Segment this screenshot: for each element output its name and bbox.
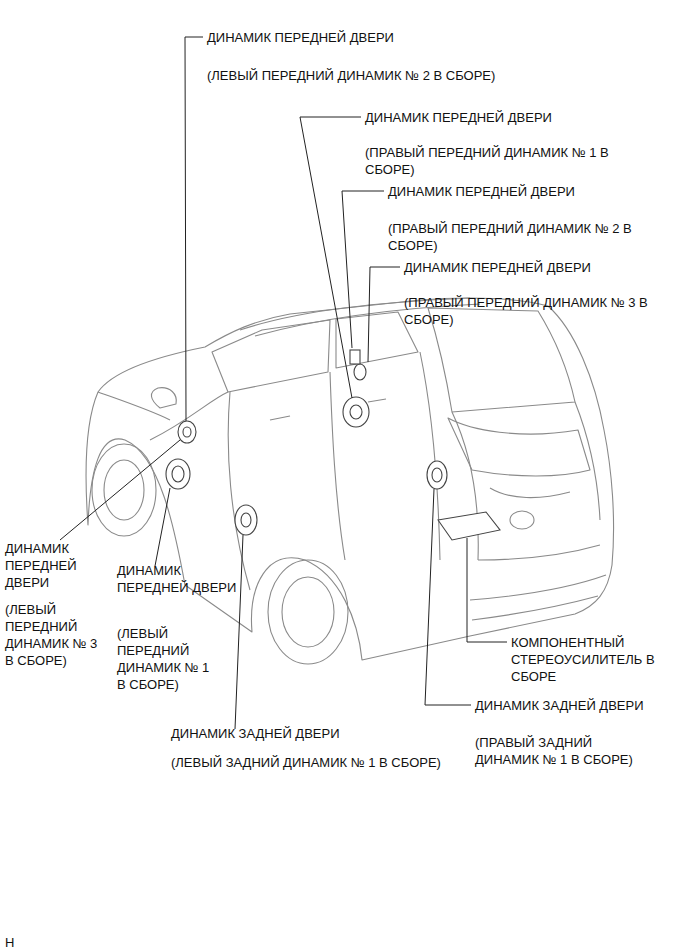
- part-name: ДИНАМИК ПЕРЕДНЕЙ ДВЕРИ: [388, 183, 678, 200]
- part-description: (ЛЕВЫЙ ПЕРЕДНИЙ ДИНАМИК № 1 В СБОРЕ): [117, 625, 217, 693]
- part-description: (ПРАВЫЙ ПЕРЕДНИЙ ДИНАМИК № 1 В СБОРЕ): [365, 144, 655, 178]
- part-description: (ПРАВЫЙ ПЕРЕДНИЙ ДИНАМИК № 3 В СБОРЕ): [404, 294, 684, 328]
- part-name: ДИНАМИК ПЕРЕДНЕЙ ДВЕРИ: [5, 540, 100, 591]
- part-name: КОМПОНЕНТНЫЙ СТЕРЕОУСИЛИТЕЛЬ В СБОРЕ: [511, 634, 686, 685]
- part-description: (ПРАВЫЙ ПЕРЕДНИЙ ДИНАМИК № 2 В СБОРЕ): [388, 220, 678, 254]
- part-name: ДИНАМИК ПЕРЕДНЕЙ ДВЕРИ: [207, 29, 507, 46]
- part-name: ДИНАМИК ПЕРЕДНЕЙ ДВЕРИ: [117, 562, 249, 596]
- part-name: ДИНАМИК ПЕРЕДНЕЙ ДВЕРИ: [365, 109, 665, 126]
- part-description: (ПРАВЫЙ ЗАДНИЙ ДИНАМИК № 1 В СБОРЕ): [475, 734, 650, 768]
- leader-lines: [60, 37, 507, 729]
- part-name: ДИНАМИК ПЕРЕДНЕЙ ДВЕРИ: [404, 259, 684, 276]
- part-description: (ЛЕВЫЙ ЗАДНИЙ ДИНАМИК № 1 В СБОРЕ): [171, 754, 481, 771]
- part-description: (ЛЕВЫЙ ПЕРЕДНИЙ ДИНАМИК № 3 В СБОРЕ): [5, 601, 105, 669]
- part-name: ДИНАМИК ЗАДНЕЙ ДВЕРИ: [171, 725, 471, 742]
- part-description: (ЛЕВЫЙ ПЕРЕДНИЙ ДИНАМИК № 2 В СБОРЕ): [207, 67, 537, 84]
- amplifier-symbol: [438, 512, 500, 540]
- part-name: ДИНАМИК ЗАДНЕЙ ДВЕРИ: [475, 697, 675, 714]
- vehicle-outline: [86, 298, 613, 664]
- speaker-symbols: [166, 350, 500, 540]
- figure-code: H: [5, 934, 45, 950]
